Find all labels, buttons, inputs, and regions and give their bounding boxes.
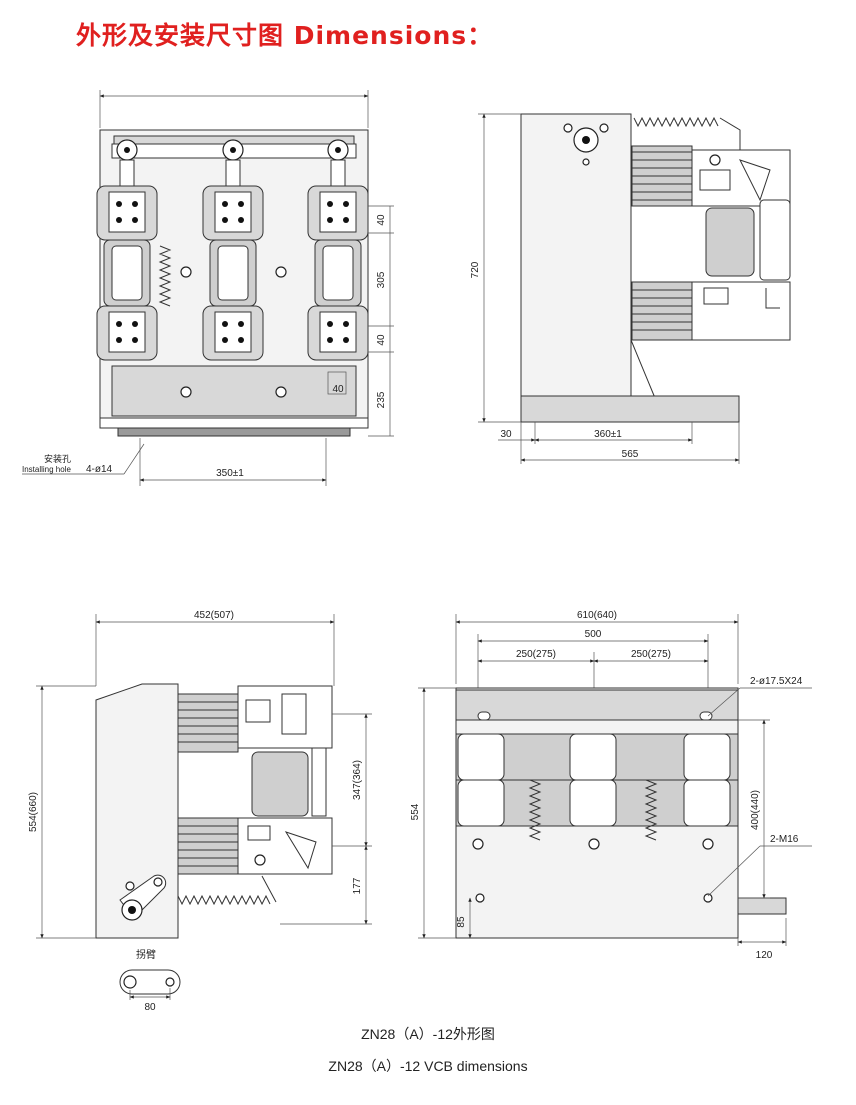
dim-360: 360±1	[594, 429, 622, 440]
dim-305: 305	[376, 271, 387, 288]
dim-120: 120	[756, 950, 773, 961]
pole-right	[307, 139, 369, 361]
rear-view	[418, 614, 812, 946]
page-title: 外形及安装尺寸图 Dimensions：	[76, 21, 494, 50]
dim-554: 554	[410, 803, 421, 820]
side-view	[478, 113, 791, 464]
dim-80: 80	[144, 1002, 156, 1013]
dim-250-left: 250(275)	[516, 649, 556, 660]
dim-400: 400(440)	[750, 790, 761, 830]
pole-middle	[202, 139, 264, 361]
dim-85: 85	[456, 916, 467, 928]
arm-label: 拐臂	[136, 948, 156, 961]
dim-40-mid: 40	[376, 334, 387, 346]
dim-565: 565	[622, 449, 639, 460]
front-view	[22, 90, 394, 486]
dim-235: 235	[376, 391, 387, 408]
hole-label-cn: 安装孔	[44, 453, 71, 464]
side-view-2	[36, 614, 372, 1000]
dim-500: 500	[585, 629, 602, 640]
caption-cn: ZN28（A）-12外形图	[361, 1026, 495, 1042]
dim-452: 452(507)	[194, 610, 234, 621]
dim-177: 177	[352, 877, 363, 894]
caption-en: ZN28（A）-12 VCB dimensions	[328, 1058, 528, 1074]
dim-40-bottom: 40	[332, 384, 344, 395]
bolt-spec: 2-M16	[770, 834, 799, 845]
dim-40-top: 40	[376, 214, 387, 226]
dim-30: 30	[500, 429, 512, 440]
dim-720: 720	[470, 261, 481, 278]
slot-spec: 2-ø17.5X24	[750, 676, 803, 687]
dim-350: 350±1	[216, 468, 244, 479]
dim-250-right: 250(275)	[631, 649, 671, 660]
pole-left	[96, 139, 158, 361]
dim-347: 347(364)	[352, 760, 363, 800]
dim-610: 610(640)	[577, 610, 617, 621]
hole-label-en: Installing hole	[22, 465, 71, 474]
hole-spec: 4-ø14	[86, 464, 113, 475]
dim-554-660: 554(660)	[28, 792, 39, 832]
